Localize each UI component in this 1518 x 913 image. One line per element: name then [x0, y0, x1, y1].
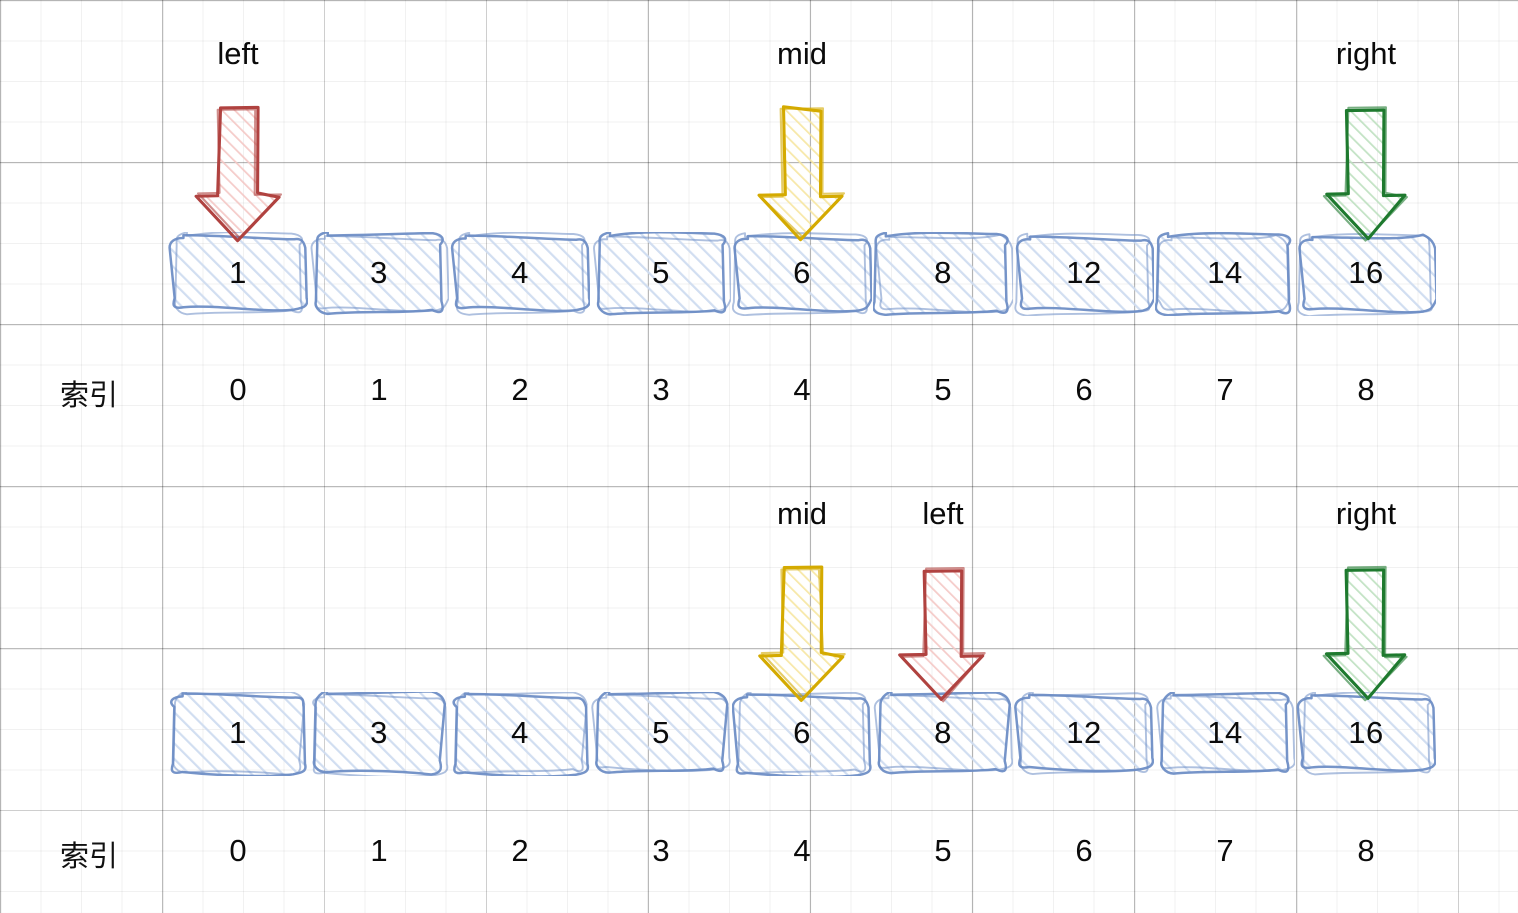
index-number: 1: [370, 833, 388, 868]
array-cell-value: 12: [1066, 255, 1102, 290]
pointer-label-mid: mid: [777, 36, 827, 71]
array-cell-value: 1: [229, 255, 247, 290]
array-cell-value: 5: [652, 715, 670, 750]
pointer-arrow-right-icon: [1316, 563, 1416, 708]
array-cell[interactable]: 1: [168, 232, 308, 316]
array-cell[interactable]: 6: [732, 232, 872, 316]
array-row-step-2: 1 3 4: [168, 692, 1438, 780]
index-number: 6: [1075, 833, 1093, 868]
index-number: 7: [1216, 372, 1234, 407]
index-number: 2: [511, 833, 529, 868]
index-number: 6: [1075, 372, 1093, 407]
array-cell-value: 16: [1348, 255, 1384, 290]
pointer-arrow-mid-icon: [752, 563, 852, 708]
array-cell[interactable]: 6: [732, 692, 872, 776]
pointer-label-right: right: [1335, 36, 1397, 71]
array-cell[interactable]: 16: [1296, 692, 1436, 776]
array-cell-value: 4: [511, 255, 529, 290]
pointer-arrow-left-icon: [188, 103, 288, 248]
pointer-arrow-mid-icon: [752, 103, 852, 248]
index-caption: 索引: [60, 841, 119, 873]
index-number: 8: [1357, 372, 1375, 407]
array-cell-value: 8: [934, 255, 952, 290]
array-cell[interactable]: 12: [1014, 692, 1154, 776]
index-number: 8: [1357, 833, 1375, 868]
index-number: 0: [229, 372, 247, 407]
pointer-arrow-right-icon: [1316, 103, 1416, 248]
array-cell-value: 14: [1207, 255, 1243, 290]
pointer-mid: mid: [742, 496, 862, 702]
array-cell-value: 3: [370, 715, 388, 750]
index-number: 0: [229, 833, 247, 868]
array-cell[interactable]: 3: [309, 232, 449, 316]
array-cell[interactable]: 5: [591, 232, 731, 316]
index-caption: 索引: [60, 380, 119, 412]
index-number: 5: [934, 833, 952, 868]
pointer-arrow-left-icon: [893, 563, 993, 708]
array-cell[interactable]: 12: [1014, 232, 1154, 316]
array-cell[interactable]: 14: [1155, 232, 1295, 316]
pointer-label-right: right: [1335, 496, 1397, 531]
array-cell[interactable]: 1: [168, 692, 308, 776]
index-number: 5: [934, 372, 952, 407]
array-cell-value: 4: [511, 715, 529, 750]
array-cell[interactable]: 14: [1155, 692, 1295, 776]
index-number: 7: [1216, 833, 1234, 868]
index-number: 1: [370, 372, 388, 407]
index-row-step-2: 索引 0 1 2 3 4 5 6 7 8: [0, 833, 1518, 873]
pointer-mid: mid: [742, 36, 862, 242]
pointer-label-left: left: [217, 36, 259, 71]
pointer-left: left: [178, 36, 298, 243]
array-cell[interactable]: 4: [450, 692, 590, 776]
index-number: 4: [793, 372, 811, 407]
pointer-right: right: [1306, 36, 1426, 242]
index-number: 3: [652, 372, 670, 407]
pointer-right: right: [1306, 496, 1426, 702]
pointer-label-left: left: [922, 496, 964, 531]
array-cell-value: 8: [934, 715, 952, 750]
array-cell[interactable]: 8: [873, 232, 1013, 316]
index-number: 4: [793, 833, 811, 868]
array-cell-value: 6: [793, 255, 811, 290]
array-cell[interactable]: 4: [450, 232, 590, 316]
array-row-step-1: 1 3 4: [168, 232, 1438, 320]
array-cell[interactable]: 3: [309, 692, 449, 776]
array-cell-value: 1: [229, 715, 247, 750]
pointer-label-mid: mid: [777, 496, 827, 531]
array-cell[interactable]: 5: [591, 692, 731, 776]
array-cell-value: 6: [793, 715, 811, 750]
index-row-step-1: 索引 0 1 2 3 4 5 6 7 8: [0, 372, 1518, 412]
array-cell-value: 12: [1066, 715, 1102, 750]
array-cell[interactable]: 8: [873, 692, 1013, 776]
array-cell-value: 14: [1207, 715, 1243, 750]
pointer-left: left: [883, 496, 1003, 703]
array-cell-value: 3: [370, 255, 388, 290]
array-cell-value: 5: [652, 255, 670, 290]
index-number: 2: [511, 372, 529, 407]
array-cell-value: 16: [1348, 715, 1384, 750]
index-number: 3: [652, 833, 670, 868]
array-cell[interactable]: 16: [1296, 232, 1436, 316]
